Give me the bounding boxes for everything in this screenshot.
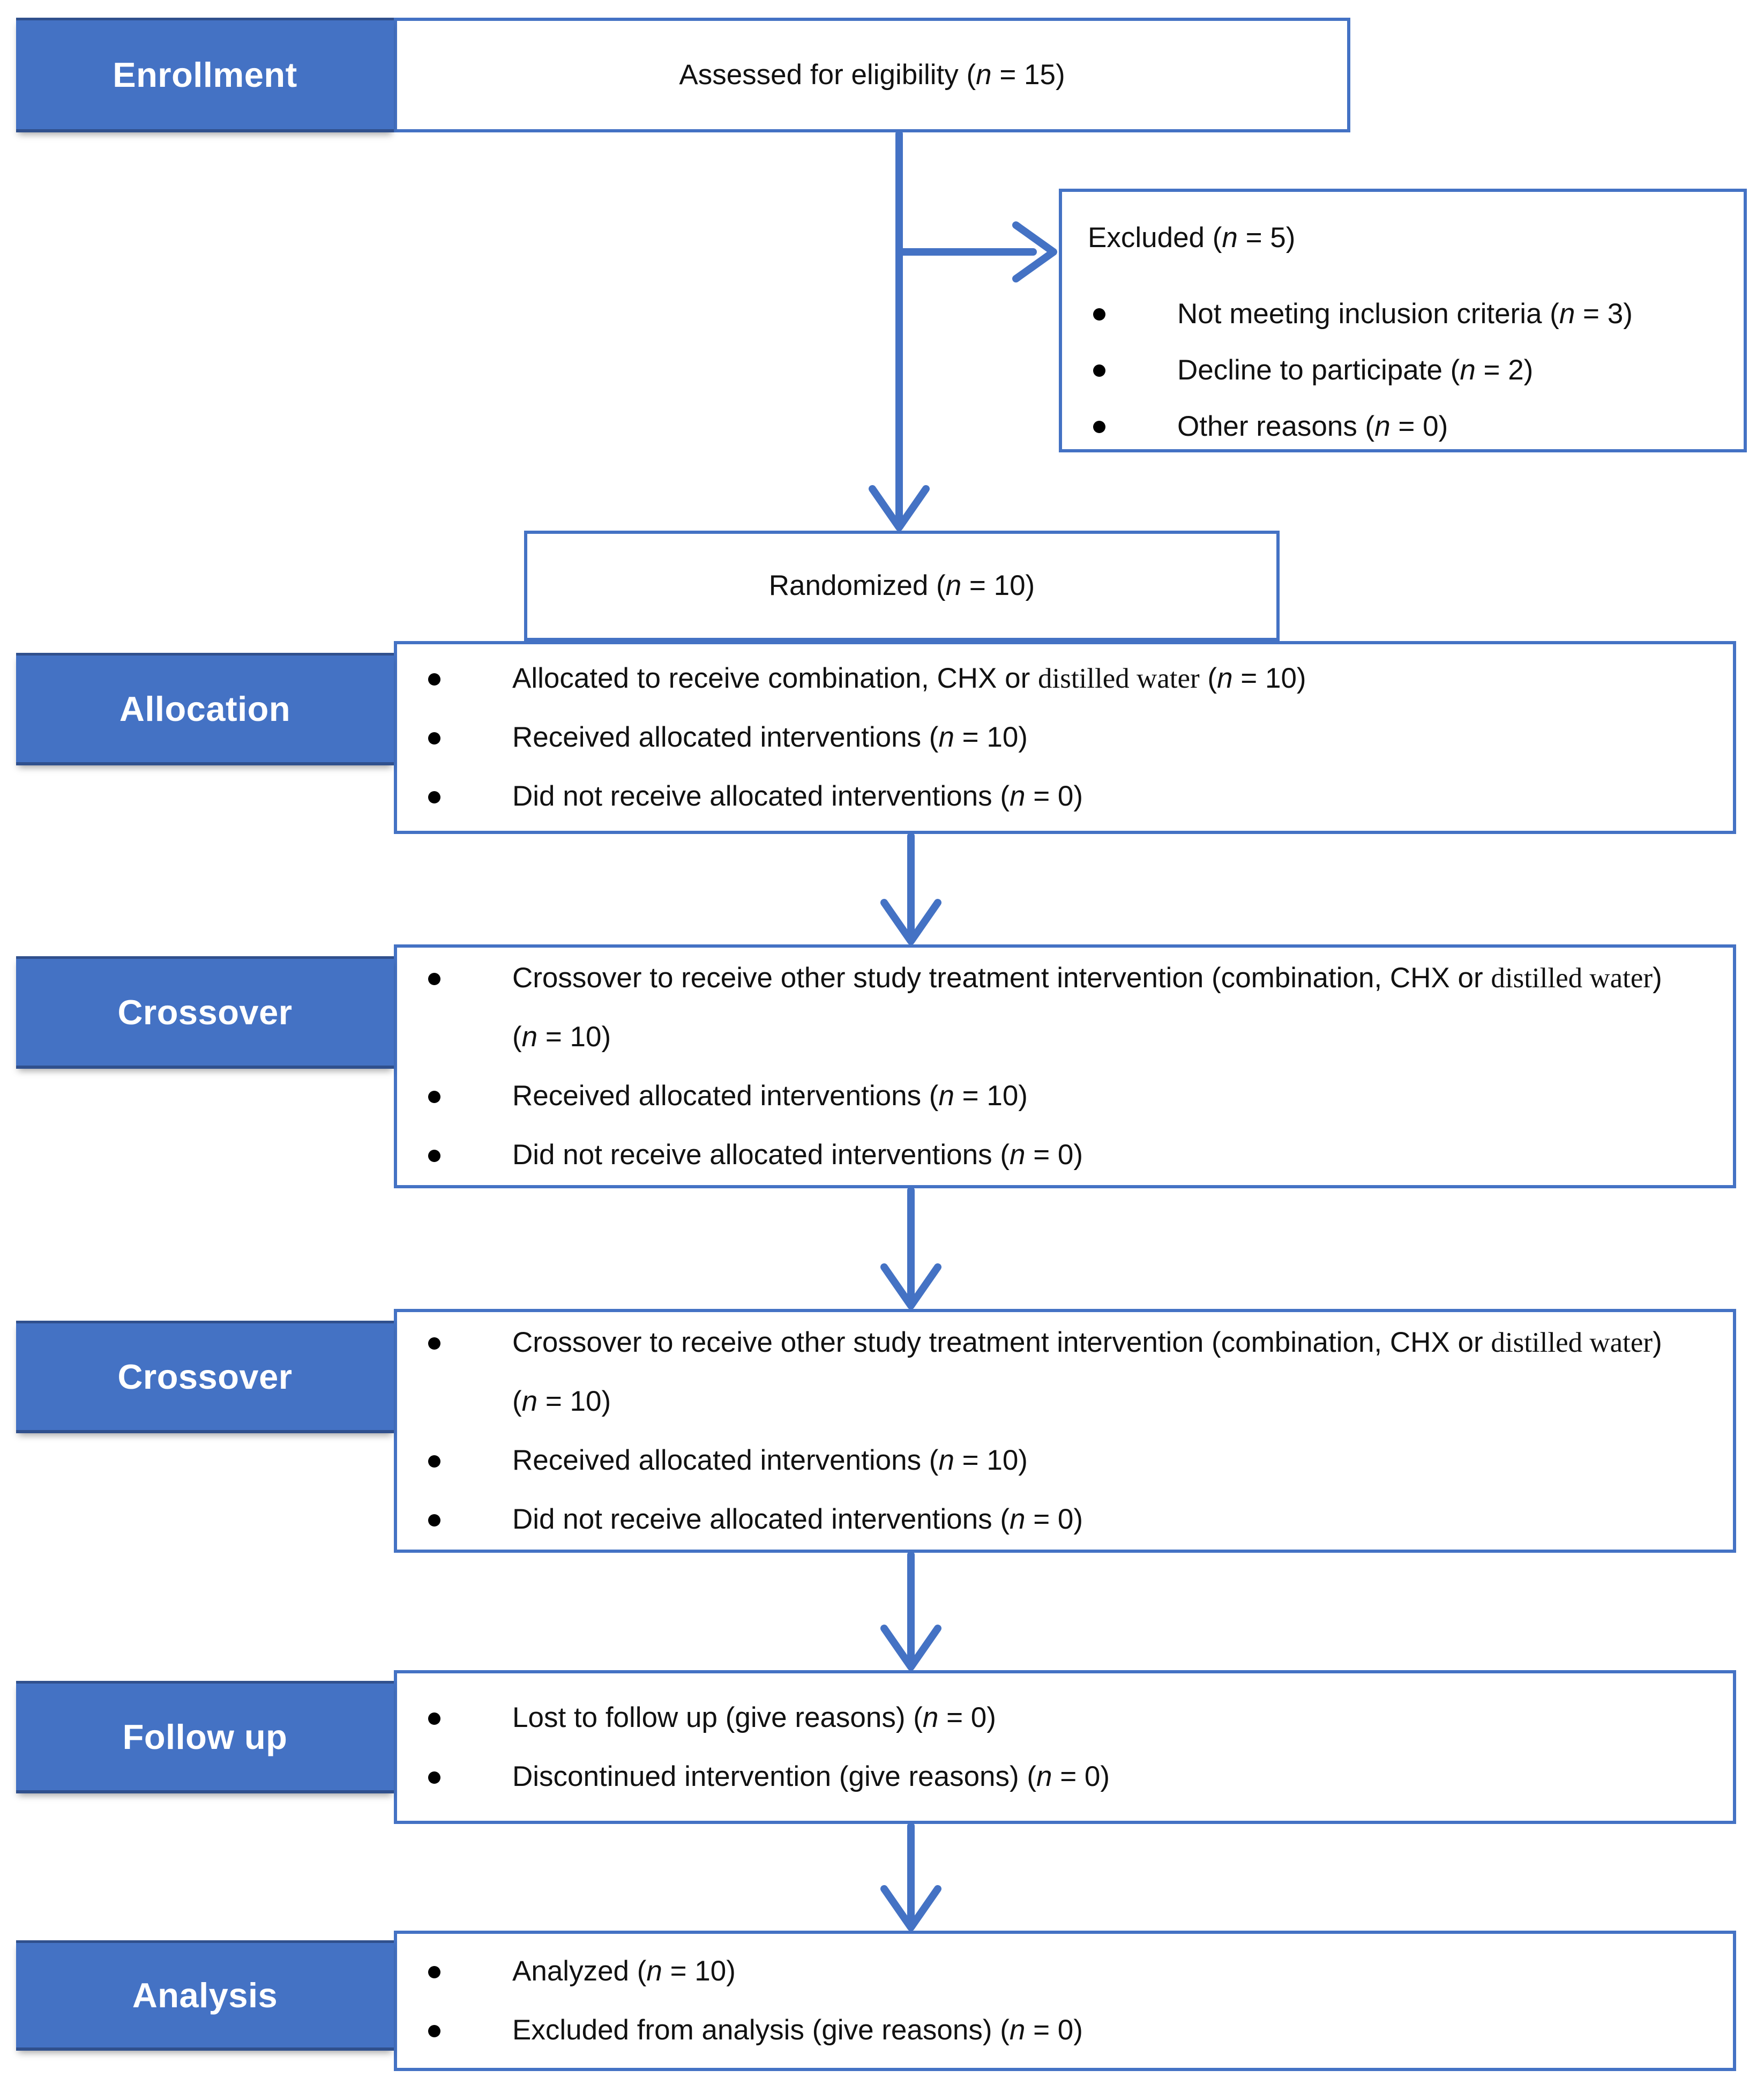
bullet-text: Analyzed (n = 10) <box>512 1955 736 1987</box>
bullet-text: Excluded from analysis (give reasons) (n… <box>512 2014 1083 2046</box>
bullet-text: Crossover to receive other study treatme… <box>512 962 1662 1053</box>
bullet-dot <box>428 2025 440 2037</box>
bullet-dot <box>1093 421 1105 433</box>
bullet-text: Received allocated interventions (n = 10… <box>512 721 1028 753</box>
bullet-text: Crossover to receive other study treatme… <box>512 1326 1662 1417</box>
list-item: Crossover to receive other study treatme… <box>397 1313 1733 1431</box>
excluded-box: Excluded (n = 5) Not meeting inclusion c… <box>1059 189 1747 452</box>
bullet-dot <box>428 1771 440 1784</box>
stage-label-enrollment: Enrollment <box>16 18 394 132</box>
arrow-branch-to-excluded <box>895 221 1057 282</box>
randomized-text: Randomized (n = 10) <box>768 570 1035 601</box>
list-item: Did not receive allocated interventions … <box>397 1490 1733 1549</box>
arrow-eligibility-to-randomized <box>869 130 930 531</box>
stage-label-crossover-2: Crossover <box>16 1321 394 1433</box>
crossover-box-2: Crossover to receive other study treatme… <box>394 1309 1736 1553</box>
bullet-text: Other reasons (n = 0) <box>1177 411 1448 442</box>
bullet-dot <box>428 1090 440 1103</box>
list-item: Other reasons (n = 0) <box>1062 398 1744 455</box>
excluded-title: Excluded (n = 5) <box>1088 222 1296 254</box>
arrow-allocation-to-crossover <box>880 832 941 945</box>
allocation-box: Allocated to receive combination, CHX or… <box>394 641 1736 834</box>
bullet-dot <box>428 1455 440 1468</box>
bullet-text: Did not receive allocated interventions … <box>512 1138 1083 1171</box>
stage-label-crossover-1: Crossover <box>16 956 394 1069</box>
analysis-bullet-list: Analyzed (n = 10) Excluded from analysis… <box>397 1934 1733 2068</box>
arrow-crossover-to-followup <box>880 1551 941 1671</box>
list-item: Received allocated interventions (n = 10… <box>397 1067 1733 1126</box>
bullet-text: Allocated to receive combination, CHX or… <box>512 662 1306 694</box>
bullet-dot <box>428 1337 440 1350</box>
bullet-text: Decline to participate (n = 2) <box>1177 354 1534 386</box>
list-item: Lost to follow up (give reasons) (n = 0) <box>397 1688 1733 1747</box>
stage-label-text: Allocation <box>119 689 291 728</box>
crossover-bullet-list: Crossover to receive other study treatme… <box>397 1312 1733 1550</box>
list-item: Not meeting inclusion criteria (n = 3) <box>1062 286 1744 342</box>
bullet-dot <box>1093 364 1105 377</box>
bullet-dot <box>428 673 440 686</box>
stage-label-followup: Follow up <box>16 1681 394 1793</box>
list-item: Received allocated interventions (n = 10… <box>397 708 1733 767</box>
list-item: Allocated to receive combination, CHX or… <box>397 649 1733 708</box>
list-item: Did not receive allocated interventions … <box>397 1126 1733 1185</box>
crossover-bullet-list: Crossover to receive other study treatme… <box>397 948 1733 1185</box>
bullet-text: Received allocated interventions (n = 10… <box>512 1079 1028 1112</box>
list-item: Excluded from analysis (give reasons) (n… <box>397 2001 1733 2060</box>
stage-label-text: Crossover <box>117 993 293 1032</box>
list-item: Received allocated interventions (n = 10… <box>397 1431 1733 1490</box>
bullet-dot <box>428 1149 440 1162</box>
randomized-box: Randomized (n = 10) <box>524 531 1280 641</box>
list-item: Decline to participate (n = 2) <box>1062 342 1744 398</box>
bullet-dot <box>428 1712 440 1725</box>
stage-label-allocation: Allocation <box>16 653 394 765</box>
allocation-bullet-list: Allocated to receive combination, CHX or… <box>397 644 1733 831</box>
arrow-crossover-to-crossover <box>880 1187 941 1309</box>
stage-label-analysis: Analysis <box>16 1940 394 2051</box>
followup-bullet-list: Lost to follow up (give reasons) (n = 0)… <box>397 1673 1733 1821</box>
bullet-text: Lost to follow up (give reasons) (n = 0) <box>512 1701 996 1733</box>
bullet-dot <box>428 1514 440 1526</box>
list-item: Crossover to receive other study treatme… <box>397 949 1733 1067</box>
stage-label-text: Analysis <box>132 1976 278 2015</box>
stage-label-text: Crossover <box>117 1357 293 1396</box>
bullet-dot <box>428 972 440 985</box>
stage-label-text: Follow up <box>122 1717 288 1756</box>
list-item: Discontinued intervention (give reasons)… <box>397 1747 1733 1806</box>
stage-label-text: Enrollment <box>113 55 297 94</box>
bullet-dot <box>428 732 440 744</box>
analysis-box: Analyzed (n = 10) Excluded from analysis… <box>394 1931 1736 2071</box>
bullet-text: Not meeting inclusion criteria (n = 3) <box>1177 298 1633 330</box>
bullet-text: Did not receive allocated interventions … <box>512 780 1083 812</box>
bullet-dot <box>428 1966 440 1978</box>
assessed-text: Assessed for eligibility (n = 15) <box>679 59 1065 91</box>
bullet-dot <box>428 791 440 803</box>
bullet-text: Received allocated interventions (n = 10… <box>512 1444 1028 1476</box>
list-item: Did not receive allocated interventions … <box>397 767 1733 826</box>
crossover-box-1: Crossover to receive other study treatme… <box>394 944 1736 1188</box>
assessed-for-eligibility-box: Assessed for eligibility (n = 15) <box>394 18 1350 132</box>
bullet-text: Did not receive allocated interventions … <box>512 1503 1083 1535</box>
list-item: Analyzed (n = 10) <box>397 1942 1733 2001</box>
excluded-bullet-list: Not meeting inclusion criteria (n = 3) D… <box>1062 286 1744 455</box>
bullet-text: Discontinued intervention (give reasons)… <box>512 1760 1110 1792</box>
arrow-followup-to-analysis <box>880 1822 941 1931</box>
bullet-dot <box>1093 308 1105 321</box>
followup-box: Lost to follow up (give reasons) (n = 0)… <box>394 1670 1736 1824</box>
